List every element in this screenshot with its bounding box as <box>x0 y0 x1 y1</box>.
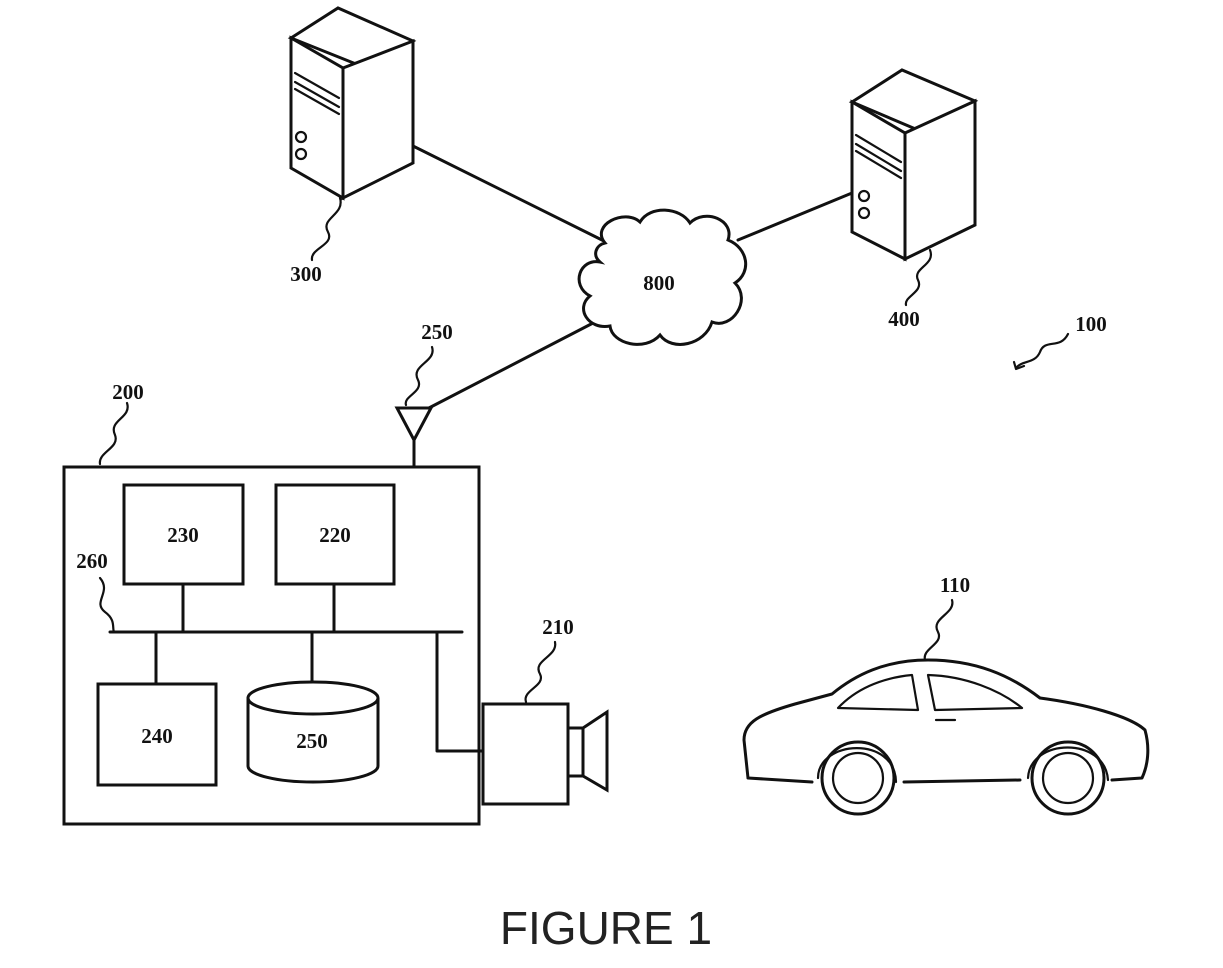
label-network-800: 800 <box>643 271 675 295</box>
label-input-240: 240 <box>141 724 173 748</box>
label-camera-210: 210 <box>542 615 574 639</box>
label-server-300: 300 <box>290 262 322 286</box>
server-400-icon <box>852 70 975 259</box>
label-comm-220: 220 <box>319 523 351 547</box>
label-antenna-250: 250 <box>421 320 453 344</box>
link-server-300-network <box>413 146 608 243</box>
label-processor-230: 230 <box>167 523 199 547</box>
link-server-400-network <box>738 193 852 240</box>
label-device-200: 200 <box>112 380 144 404</box>
label-bus-260: 260 <box>76 549 108 573</box>
vehicle-110-icon <box>744 660 1148 814</box>
server-300-icon <box>291 8 413 198</box>
camera-210-icon <box>483 704 607 804</box>
label-system-100: 100 <box>1075 312 1107 336</box>
label-server-400: 400 <box>888 307 920 331</box>
figure-caption: FIGURE 1 <box>500 902 712 954</box>
label-storage-250: 250 <box>296 729 328 753</box>
label-vehicle-110: 110 <box>940 573 970 597</box>
